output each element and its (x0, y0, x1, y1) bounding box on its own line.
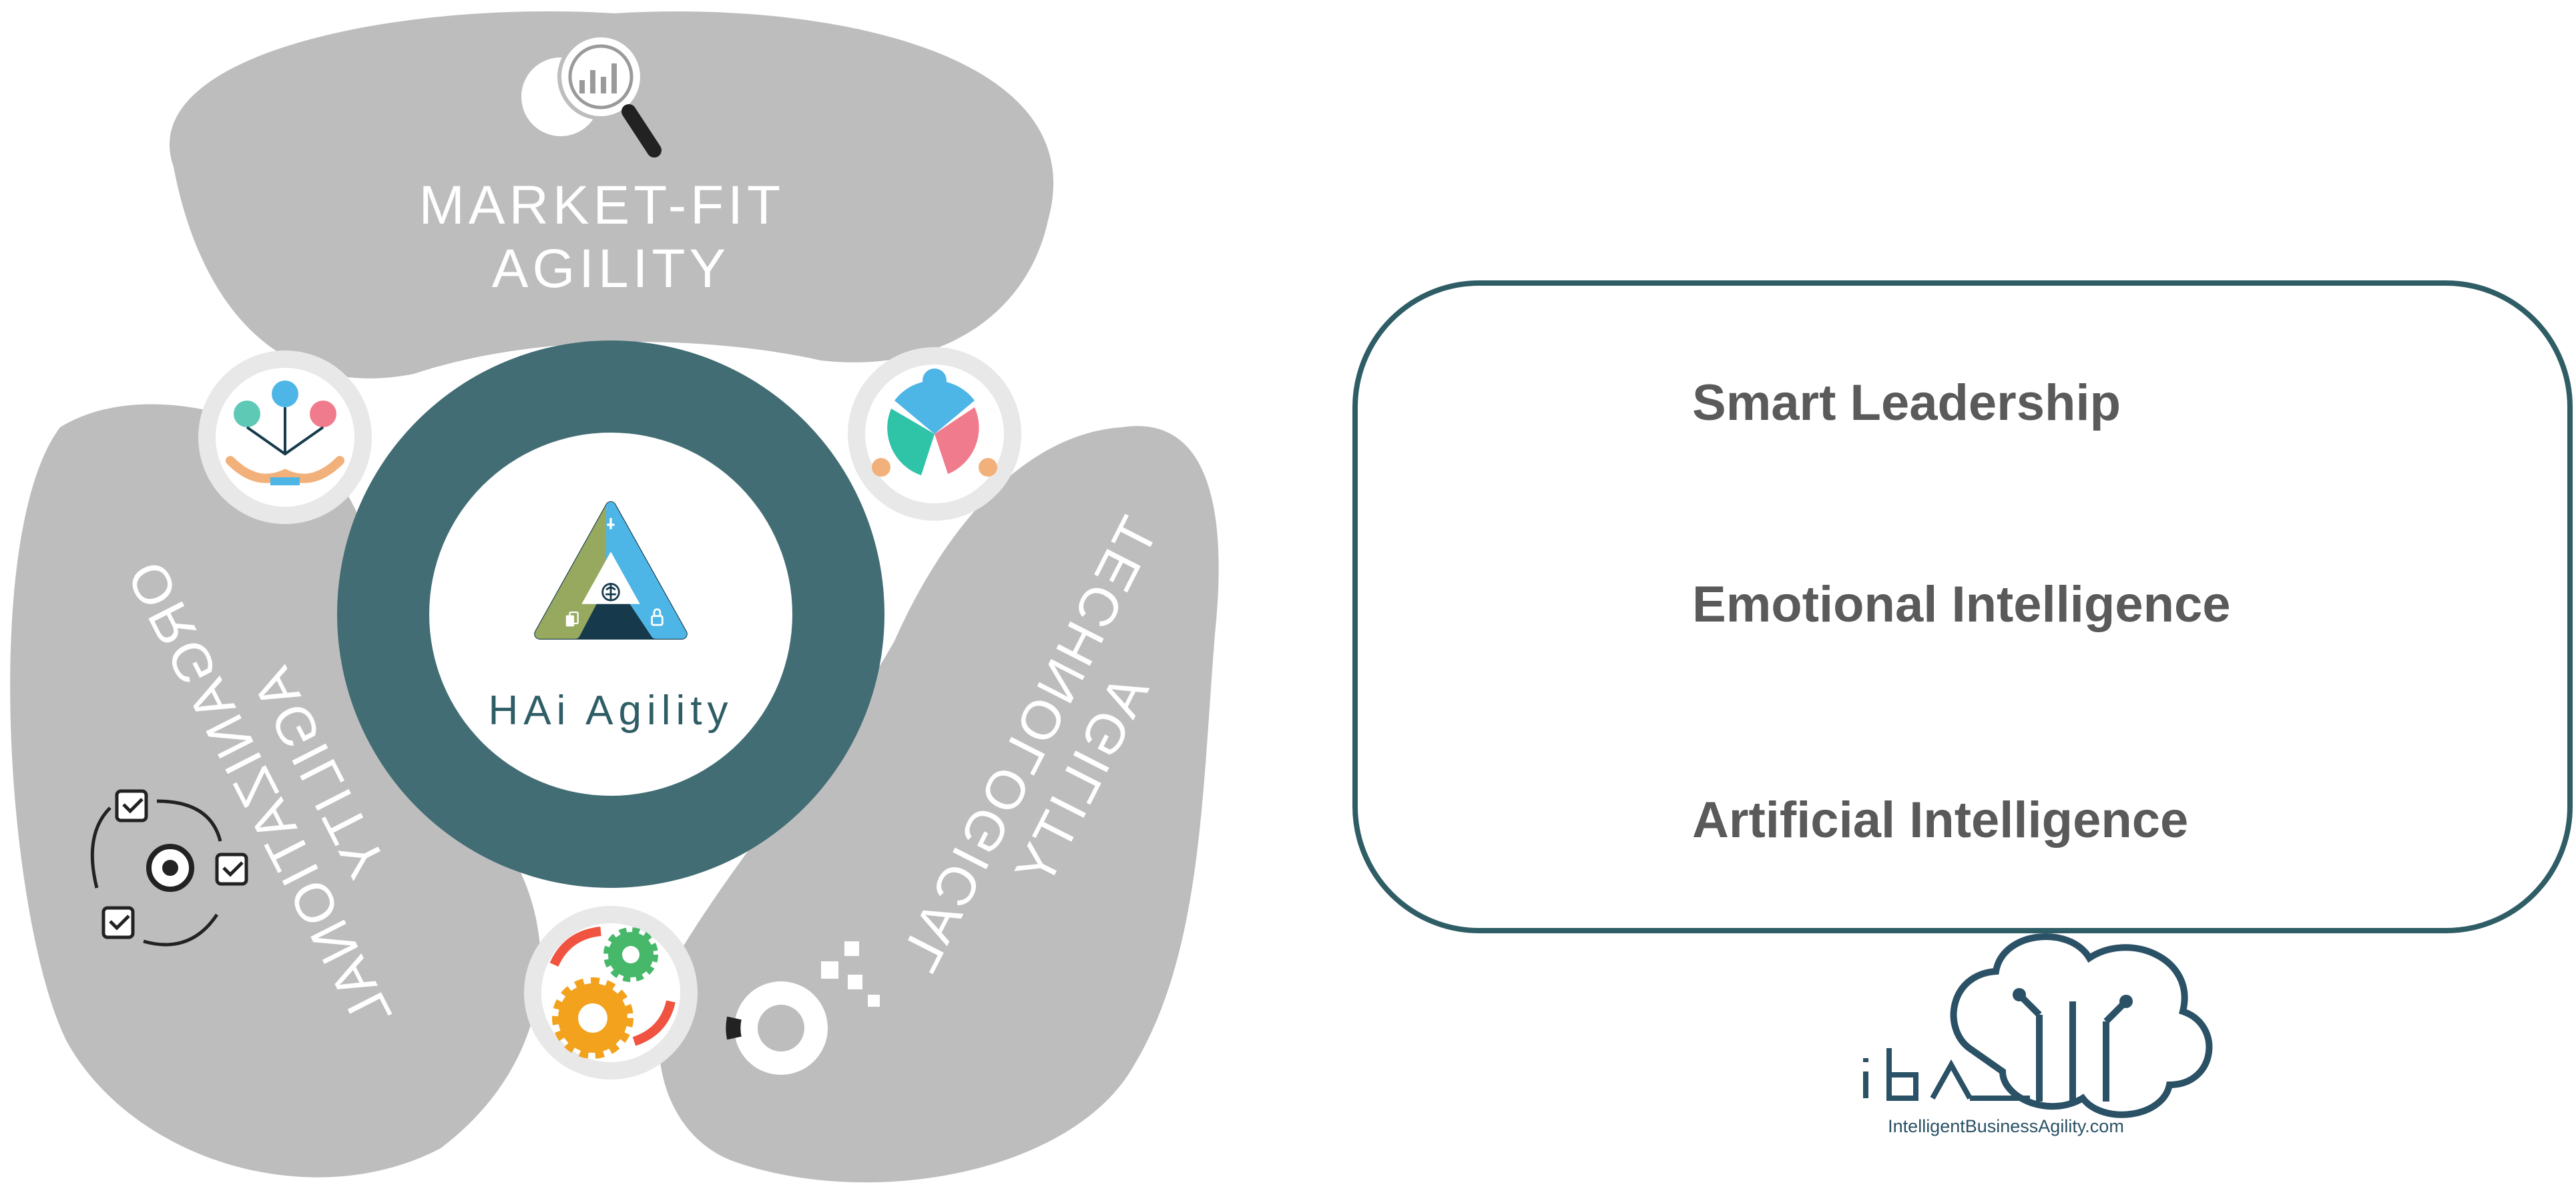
footer-url: IntelligentBusinessAgility.com (1888, 1116, 2124, 1136)
petal-top-shape (169, 11, 1054, 379)
legend-panel (1352, 280, 2573, 933)
legend-label-emotional-intelligence: Emotional Intelligence (1692, 576, 2231, 633)
petal-label-line: AGILITY (492, 238, 730, 299)
iba-brand-logo (1863, 933, 2213, 1118)
petal-left-shape (10, 404, 541, 1178)
gears-process-circle (524, 906, 698, 1080)
task-cycle-icon (90, 789, 248, 947)
people-network-circle (198, 350, 372, 524)
center-title: HAi Agility (488, 688, 733, 734)
market-analysis-icon (517, 33, 662, 158)
petal-label-top: MARKET-FIT AGILITY (419, 175, 803, 299)
team-puzzle-circle (848, 347, 1021, 521)
legend-label-smart-leadership: Smart Leadership (1692, 375, 2121, 431)
legend-label-artificial-intelligence: Artificial Intelligence (1692, 792, 2189, 849)
tech-gear-icon (726, 941, 880, 1075)
